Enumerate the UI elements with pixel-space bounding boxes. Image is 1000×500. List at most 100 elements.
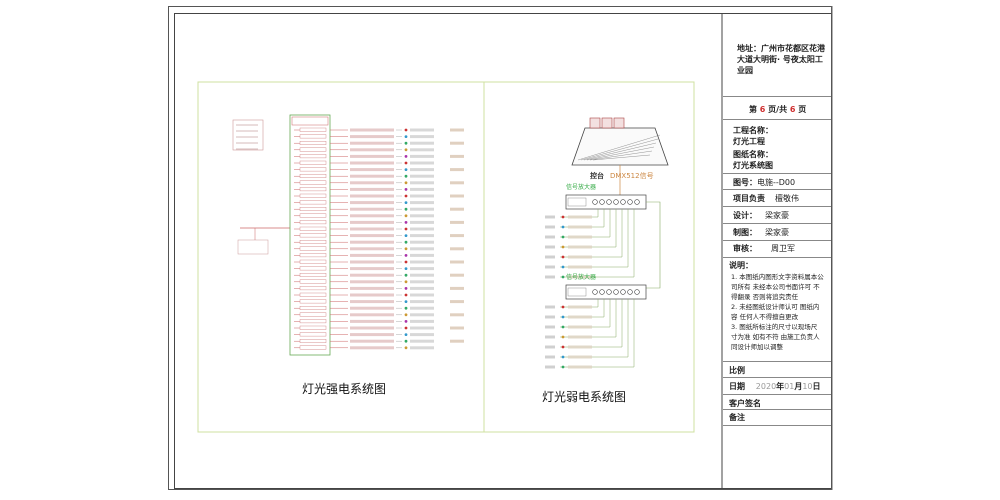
breaker-symbol <box>299 292 327 297</box>
amplifier-display <box>567 287 587 297</box>
power-rating-label <box>450 220 464 224</box>
note-line: 寸为准 如有不符 由施工负责人 <box>731 333 820 341</box>
fixture-symbol <box>404 267 408 270</box>
cable-spec-text <box>350 141 394 145</box>
fixture-label <box>410 293 434 297</box>
amplifier-port <box>613 289 619 295</box>
divider <box>723 425 831 426</box>
power-rating-label <box>450 168 464 172</box>
breaker-symbol <box>299 134 327 139</box>
fixture-symbol <box>404 280 408 284</box>
fixture-symbol <box>404 254 408 257</box>
fixture-label <box>410 280 434 284</box>
power-rating-label <box>450 181 464 185</box>
power-rating-label <box>450 234 464 238</box>
fixture-symbol <box>404 260 408 264</box>
power-rating-label <box>450 326 464 330</box>
fixture-symbol <box>404 293 408 297</box>
breaker-symbol <box>299 312 327 317</box>
divider <box>723 409 831 410</box>
sheet-number: 第 6 页/共 6 页 <box>749 104 806 115</box>
fixture-symbol <box>561 315 565 319</box>
fixture-label <box>410 346 434 350</box>
title-block: 地址：广州市花都区花港 大道大明街· 号夜太阳工 业园 第 6 页/共 6 页 … <box>723 13 831 489</box>
fixture-spec-label <box>568 365 592 369</box>
distribution-box-header <box>291 116 329 126</box>
fixture-spec-label <box>568 245 592 249</box>
console-detail-line <box>589 150 653 161</box>
fixture-label <box>410 333 434 337</box>
date-year: 2020 <box>755 382 777 391</box>
breaker-symbol <box>299 160 327 165</box>
cable-spec-text <box>350 253 394 257</box>
divider <box>723 119 831 120</box>
address-line-2: 大道大明街· 号夜太阳工 <box>737 55 823 64</box>
breaker-symbol <box>299 286 327 291</box>
fixture-spec-label <box>568 275 592 279</box>
project-label: 工程名称： <box>733 126 773 135</box>
fixture-label <box>410 161 434 165</box>
fixture-name-label <box>545 275 555 279</box>
breaker-label-box <box>237 239 269 255</box>
console-detail-line <box>580 138 659 161</box>
breaker-symbol <box>299 259 327 264</box>
fixture-label <box>410 306 434 310</box>
breaker-symbol <box>299 266 327 271</box>
drawing-value: 灯光系统图 <box>733 161 773 170</box>
power-rating-label <box>450 207 464 211</box>
fixture-name-label <box>545 255 555 259</box>
address-line-1: 地址：广州市花都区花港 <box>737 44 825 53</box>
amplifier-port <box>620 289 626 295</box>
cable-spec-text <box>350 201 394 205</box>
divider <box>723 223 831 224</box>
divider <box>723 96 831 97</box>
breaker-symbol <box>299 187 327 192</box>
breaker-symbol <box>299 273 327 277</box>
fixture-spec-label <box>568 345 592 349</box>
client-label: 客户签名 <box>729 399 761 408</box>
breaker-symbol <box>299 213 327 218</box>
date-year-suffix: 年 <box>776 382 785 391</box>
fixture-symbol <box>561 225 565 229</box>
fixture-label <box>410 194 434 198</box>
fixture-symbol <box>404 141 408 145</box>
fixture-label <box>410 319 434 323</box>
weak-current-diagram-title: 灯光弱电系统图 <box>542 390 627 404</box>
drawing-number: 图号：电施--D00 <box>733 177 795 188</box>
fixture-symbol <box>404 221 408 224</box>
breaker-symbol <box>299 226 327 231</box>
fixture-symbol <box>404 161 408 165</box>
fixture-label <box>410 286 434 290</box>
fixture-name-label <box>545 345 555 349</box>
cable-spec-text <box>350 346 394 350</box>
console-detail-line <box>583 142 657 161</box>
breaker-symbol <box>299 147 327 152</box>
console-detail-line <box>592 154 651 161</box>
fixture-symbol <box>561 325 565 329</box>
fixture-symbol <box>404 148 408 152</box>
breaker-symbol <box>299 167 327 172</box>
amplifier-port <box>606 289 612 295</box>
power-rating-label <box>450 141 464 145</box>
divider <box>723 240 831 241</box>
cable-spec-text <box>350 300 394 304</box>
fixture-spec-label <box>568 325 592 329</box>
fixture-spec-label <box>568 305 592 309</box>
note-line: 2. 未经图纸设计师认可 图纸内 <box>731 303 820 311</box>
console-fader-module <box>589 117 601 129</box>
divider <box>723 257 831 258</box>
fixture-spec-label <box>568 355 592 359</box>
console-label: 控台 <box>590 171 604 180</box>
cable-spec-text <box>350 280 394 284</box>
fixture-name-label <box>545 215 555 219</box>
cable-spec-text <box>350 214 394 218</box>
power-rating-label <box>450 247 464 251</box>
breaker-symbol <box>299 253 327 258</box>
design-value: 梁家豪 <box>765 211 789 220</box>
fixture-symbol <box>561 235 565 239</box>
cable-spec-text <box>350 319 394 323</box>
console-fader-module <box>613 117 625 129</box>
fixture-symbol <box>404 227 408 231</box>
sheet-no: 6 <box>759 105 766 114</box>
